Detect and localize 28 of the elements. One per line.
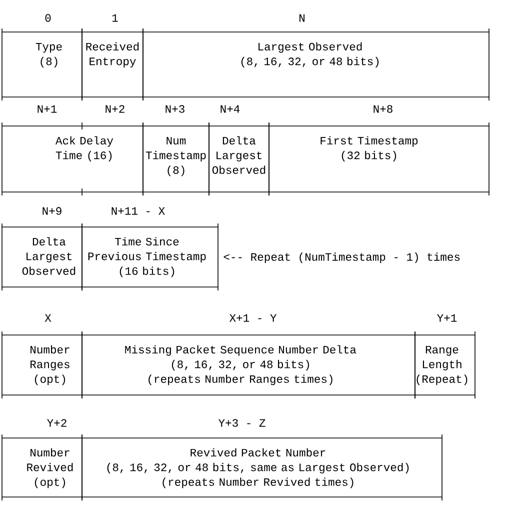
field-box: Largest Observed (8, 16, 32, or 48 bits) bbox=[142, 28, 490, 101]
offset-label: Y+2 bbox=[47, 419, 66, 427]
offset-label: X bbox=[44, 314, 52, 322]
offset-label: N+9 bbox=[42, 207, 62, 215]
offset-label: N+8 bbox=[374, 105, 392, 113]
field-box: Range Length (Repeat) bbox=[414, 331, 476, 399]
field-box: Num Timestamp (8) bbox=[142, 122, 210, 196]
field-box: Missing Packet Sequence Number Delta (8, 16, 32, or 48 bits) (repeats Number Ranges times) bbox=[82, 331, 416, 399]
offset-label: N+11 - X bbox=[112, 207, 165, 215]
offset-label: Y+1 bbox=[437, 314, 457, 322]
field-box: First Timestamp (32 bits) bbox=[268, 122, 490, 196]
field-box: Time Since Previous Timestamp (16 bits) bbox=[82, 223, 218, 291]
field-box: Number Revived (opt) bbox=[2, 434, 82, 501]
field-box: Number Ranges (opt) bbox=[2, 331, 82, 399]
offset-label: X+1 - Y bbox=[229, 314, 277, 322]
offset-label: N+4 bbox=[220, 105, 240, 113]
field-box: Ack Delay Time (16) bbox=[2, 122, 144, 196]
field-box: Received Entropy bbox=[82, 28, 144, 101]
field-box: Delta Largest Observed bbox=[2, 223, 82, 291]
offset-label: 0 bbox=[45, 14, 51, 22]
offset-label: N+2 bbox=[106, 105, 124, 113]
field-box: Delta Largest Observed bbox=[208, 122, 270, 196]
offset-label: N+3 bbox=[166, 105, 184, 113]
offset-label: Y+3 - Z bbox=[218, 419, 266, 427]
offset-label: N+1 bbox=[38, 105, 57, 113]
field-box: Type (8) bbox=[2, 28, 82, 101]
offset-label: 1 bbox=[112, 14, 118, 22]
field-box: Revived Packet Number (8, 16, 32, or 48 bits, same as Largest Observed) (repeats Number Revived times) bbox=[82, 434, 442, 501]
